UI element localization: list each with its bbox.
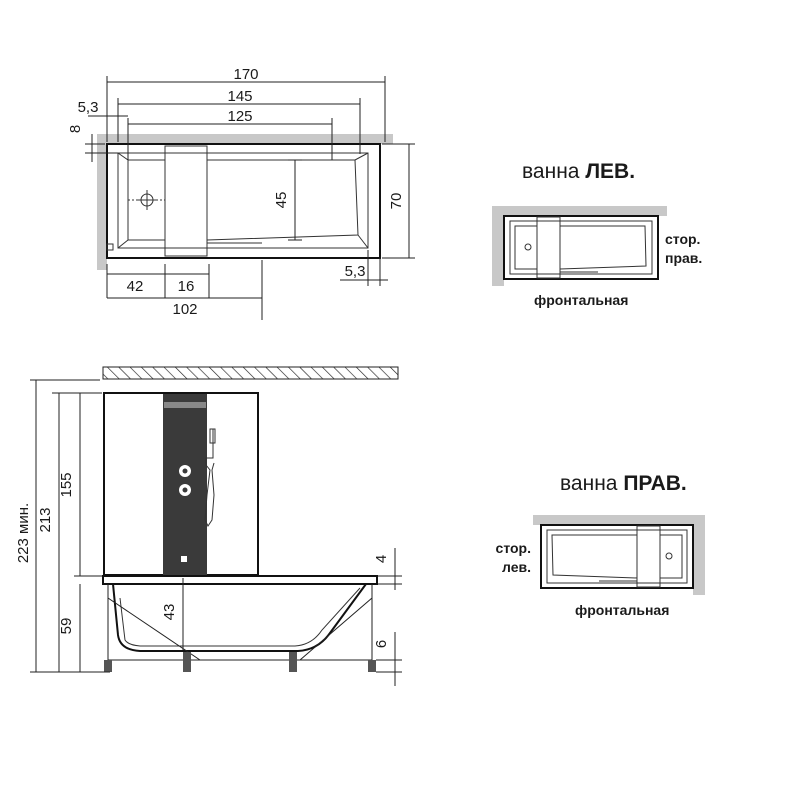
variant-right-title: ванна ПРАВ. [560, 472, 687, 495]
variant-left-side-2: прав. [665, 250, 702, 266]
dim-223-min: 223 мин. [15, 503, 32, 563]
dim-213: 213 [37, 507, 54, 532]
tub-body [112, 583, 367, 652]
dim-125: 125 [227, 108, 252, 125]
variant-left-title: ванна ЛЕВ. [522, 160, 635, 183]
wall-side [97, 134, 107, 270]
elevation-view: 223 мин. 213 155 59 43 4 6 [15, 366, 402, 686]
dim-170: 170 [233, 66, 258, 83]
tub-rim [102, 575, 378, 585]
variant-left: ванна ЛЕВ. стор. прав. фронтальная [492, 160, 702, 308]
dim-145: 145 [227, 88, 252, 105]
dim-5-3-bottom: 5,3 [345, 263, 366, 280]
dim-6: 6 [373, 640, 390, 648]
dim-45: 45 [273, 192, 290, 209]
mini-tub-left [503, 215, 659, 280]
tub-outline [106, 143, 381, 259]
dim-4: 4 [373, 555, 390, 563]
variant-right-front: фронтальная [575, 602, 669, 618]
dim-155: 155 [58, 472, 75, 497]
plan-view: 170 145 125 5,3 8 45 70 5,3 [67, 66, 415, 320]
dim-102: 102 [172, 301, 197, 318]
mini-tub-right [540, 524, 694, 589]
dim-8: 8 [67, 125, 84, 133]
variant-right-side-1: стор. [496, 540, 531, 556]
wall-back [97, 134, 393, 144]
variant-left-front: фронтальная [534, 292, 628, 308]
variant-right-side-2: лев. [502, 559, 531, 575]
dim-42: 42 [127, 278, 144, 295]
dim-16: 16 [178, 278, 195, 295]
dim-43: 43 [161, 604, 178, 621]
dim-70: 70 [388, 193, 405, 210]
ceiling-hatch [102, 366, 399, 380]
dim-59: 59 [58, 618, 75, 635]
hand-shower [204, 429, 215, 527]
variant-right: ванна ПРАВ. стор. лев. фронтальная [496, 472, 705, 618]
variant-left-side-1: стор. [665, 231, 700, 247]
shower-panel-top [164, 145, 208, 257]
dim-5-3-top: 5,3 [78, 99, 99, 116]
